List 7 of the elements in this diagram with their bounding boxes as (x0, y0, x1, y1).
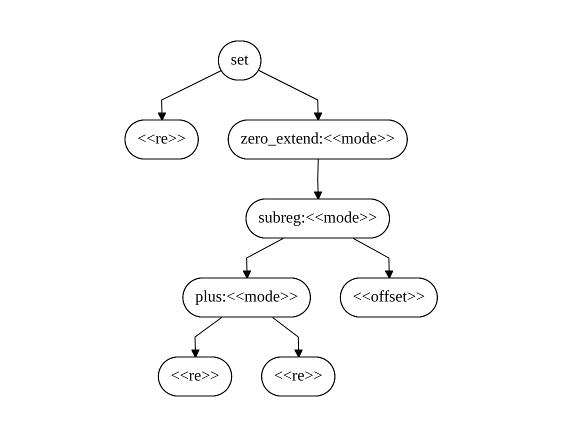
arrow (272, 317, 303, 358)
arrow (190, 317, 222, 358)
arrow (242, 238, 284, 279)
arrow (258, 70, 322, 121)
arrow (352, 238, 394, 279)
arrow (313, 159, 322, 200)
arrow (157, 70, 222, 121)
